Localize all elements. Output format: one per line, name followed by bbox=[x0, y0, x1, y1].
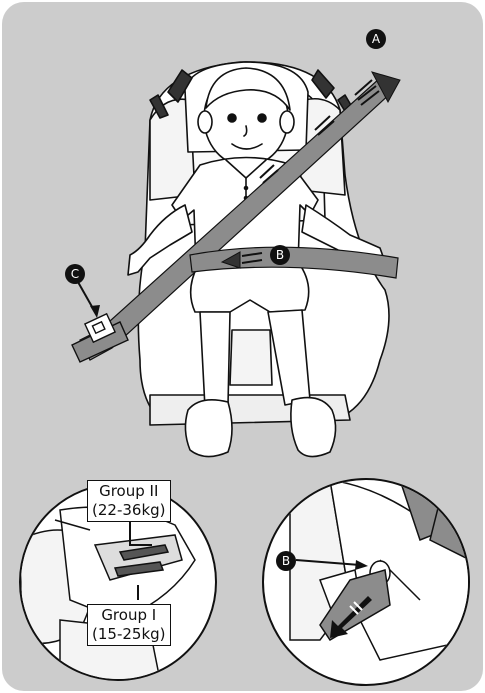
group-ii-label: Group II (22-36kg) bbox=[87, 480, 171, 522]
group-i-label: Group I (15-25kg) bbox=[87, 604, 171, 646]
group-ii-weight: (22-36kg) bbox=[92, 501, 166, 520]
label-b-main: B bbox=[270, 245, 290, 265]
label-b-detail: B bbox=[276, 551, 296, 571]
detail-circle-right bbox=[263, 479, 470, 685]
label-c: C bbox=[65, 264, 85, 284]
group-i-title: Group I bbox=[92, 606, 166, 625]
group-i-weight: (15-25kg) bbox=[92, 625, 166, 644]
label-a: A bbox=[366, 29, 386, 49]
group-ii-title: Group II bbox=[92, 482, 166, 501]
